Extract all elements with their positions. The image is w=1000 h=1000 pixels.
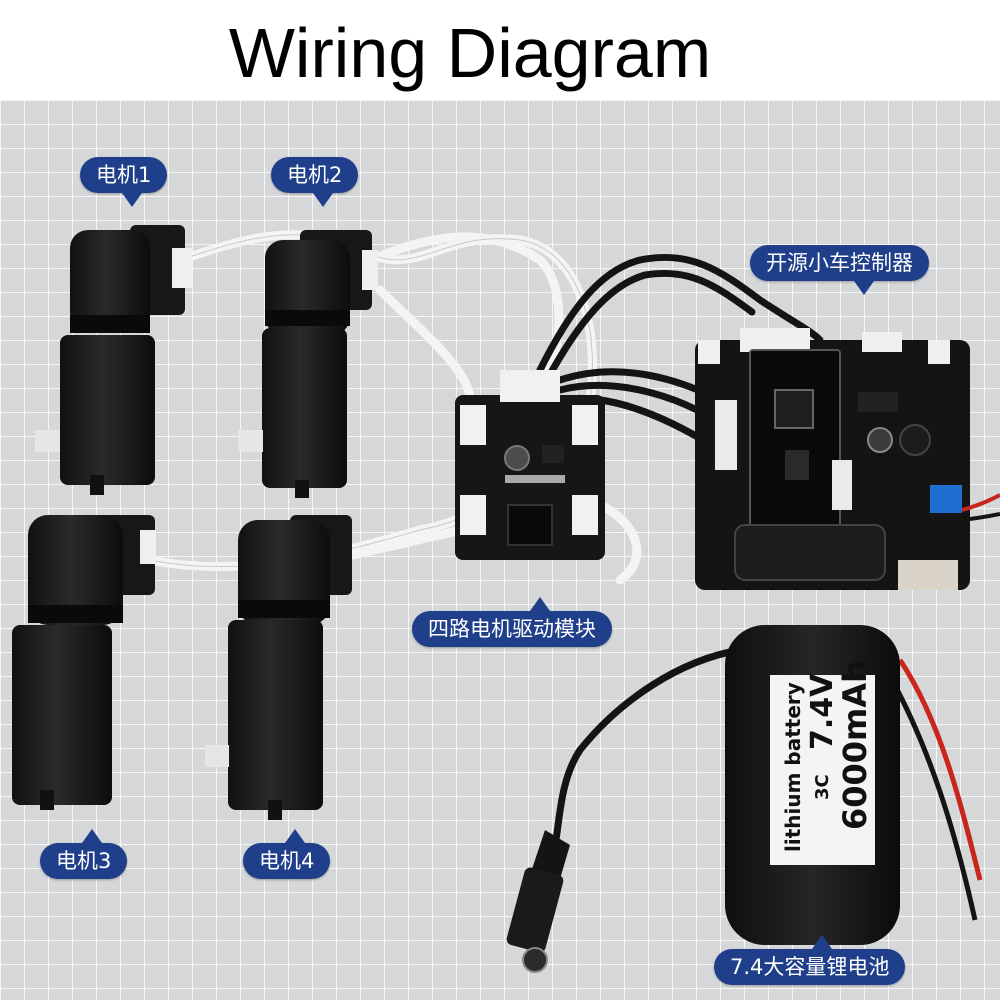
wiring-photo: lithium battery 7.4V 3C 6000mAh [0, 100, 1000, 1000]
label-battery: 7.4大容量锂电池 [714, 935, 906, 985]
battery-type-text: lithium battery [781, 682, 805, 852]
callout-arrow [313, 193, 333, 207]
label-driver: 四路电机驱动模块 [412, 597, 612, 647]
callout-arrow [812, 935, 832, 949]
motor-2 [238, 230, 378, 498]
dc-barrel-plug [506, 830, 570, 973]
battery-voltage-text: 7.4V [805, 673, 840, 750]
label-motor-4: 电机4 [243, 829, 331, 879]
label-motor-1: 电机1 [80, 157, 168, 207]
label-controller: 开源小车控制器 [750, 245, 929, 295]
callout-arrow [122, 193, 142, 207]
battery-pack: lithium battery 7.4V 3C 6000mAh [725, 625, 900, 945]
label-motor-4-text: 电机4 [259, 849, 315, 873]
label-motor-3-text: 电机3 [56, 849, 112, 873]
controller-board [695, 328, 970, 590]
page-title: Wiring Diagram [228, 14, 712, 92]
motor-1 [35, 225, 192, 495]
label-motor-2-text: 电机2 [287, 163, 343, 187]
label-driver-text: 四路电机驱动模块 [428, 617, 596, 641]
label-motor-2: 电机2 [271, 157, 359, 207]
battery-capacity-text: 6000mAh [836, 660, 874, 830]
label-battery-text: 7.4大容量锂电池 [730, 955, 890, 979]
callout-arrow [530, 597, 550, 611]
callout-arrow [854, 281, 874, 295]
callout-arrow [82, 829, 102, 843]
label-motor-1-text: 电机1 [96, 163, 152, 187]
motor-driver-board [455, 370, 605, 560]
battery-rate-text: 3C [812, 774, 833, 800]
callout-arrow [285, 829, 305, 843]
label-controller-text: 开源小车控制器 [766, 251, 913, 275]
label-motor-3: 电机3 [40, 829, 128, 879]
battery-cable [551, 646, 744, 849]
motor-4 [205, 515, 352, 820]
motor-3 [12, 515, 156, 810]
